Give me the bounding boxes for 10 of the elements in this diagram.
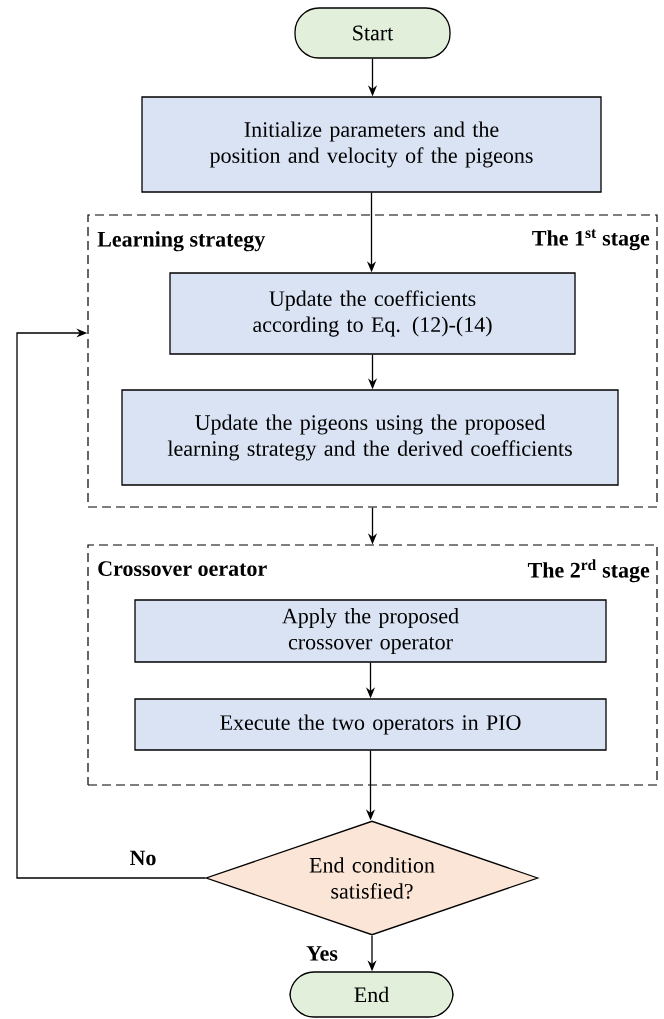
process-box: Initialize parameters and the position and velocity of the pigeons (141, 96, 602, 193)
arrow (16, 328, 206, 879)
process-box: Update the coefficients according to Eq. (12)-(14) (169, 272, 576, 355)
terminal-box: Start (294, 7, 451, 59)
edge-label: Yes (305, 945, 339, 962)
process-box: Apply the proposed crossover operator (134, 599, 607, 663)
terminal-box: End (289, 971, 454, 1018)
edge-label: No (128, 849, 158, 867)
process-box: Update the pigeons using the proposed learning strategy and the derived coefficients (121, 389, 619, 486)
process-box: Execute the two operators in PIO (134, 698, 607, 751)
